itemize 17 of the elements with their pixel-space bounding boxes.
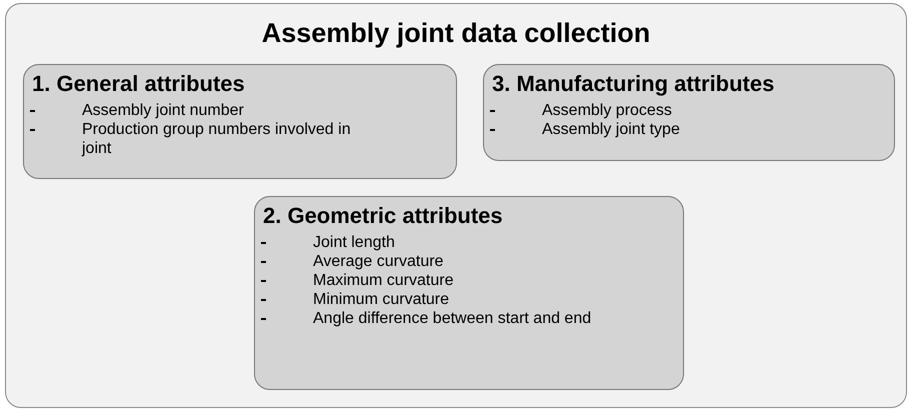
list-item: Minimum curvature [313, 290, 613, 309]
category-box [483, 64, 895, 161]
list-item: Angle difference between start and end [313, 309, 613, 328]
list-item: Joint length [313, 233, 613, 252]
box-heading: 2. Geometric attributes [263, 203, 504, 229]
list-item: Average curvature [313, 252, 613, 271]
category-box [23, 64, 457, 179]
list-item: Assembly joint number [82, 101, 382, 120]
box-heading: 1. General attributes [32, 71, 246, 97]
list-item: Assembly joint type [542, 120, 842, 139]
category-box [254, 196, 684, 390]
outer-panel [5, 3, 907, 408]
list-item: Assembly process [542, 101, 842, 120]
panel-heading: Assembly joint data collection [260, 18, 652, 49]
box-heading: 3. Manufacturing attributes [492, 71, 776, 97]
list-item: Production group numbers involved in joint [82, 120, 382, 158]
list-item: Maximum curvature [313, 271, 613, 290]
